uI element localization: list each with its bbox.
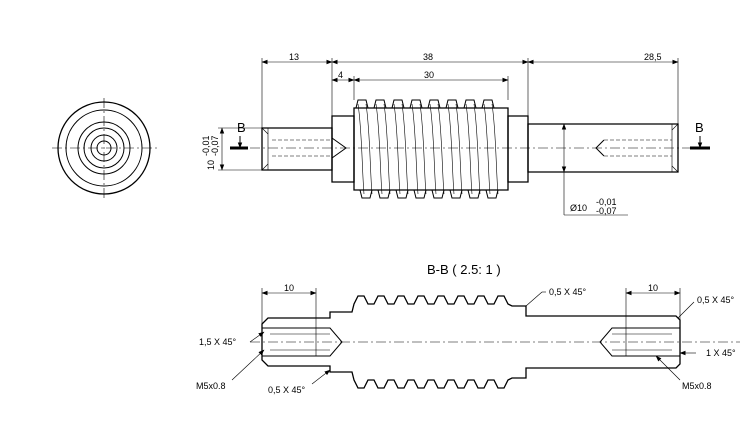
section-cut-left: B bbox=[230, 120, 248, 150]
dim-left-length: 13 bbox=[289, 52, 299, 62]
section-cut-right: B bbox=[690, 120, 710, 150]
note-thread-left: M5x0.8 bbox=[196, 381, 226, 391]
dia-left-tol-upper: -0,01 bbox=[201, 135, 211, 156]
note-top-chamfer: 0,5 X 45° bbox=[549, 287, 587, 297]
note-thread-right: M5x0.8 bbox=[682, 381, 712, 391]
section-mark-right: B bbox=[695, 120, 704, 135]
shaft-side-view bbox=[232, 99, 700, 199]
dia-left-main: 10 bbox=[206, 160, 216, 170]
dim-right-bore: 10 bbox=[648, 283, 658, 293]
dim-right-length: 28,5 bbox=[644, 52, 662, 62]
end-view bbox=[52, 98, 160, 200]
section-view bbox=[250, 295, 740, 389]
note-right-top-chamfer: 0,5 X 45° bbox=[697, 295, 735, 305]
dia-right-tol-lower: -0,07 bbox=[596, 206, 617, 216]
note-left-chamfer: 1,5 X 45° bbox=[199, 337, 237, 347]
note-right-chamfer: 1 X 45° bbox=[706, 348, 736, 358]
dia-right-prefix: Ø10 bbox=[570, 203, 587, 213]
section-dimensions: 10 10 0,5 X 45° 0,5 X 45° 1,5 X 45° 1 X … bbox=[196, 283, 736, 395]
top-view-dimensions: 13 38 28,5 4 30 10 -0,01 -0,07 Ø10 -0,01… bbox=[201, 52, 679, 216]
dia-right-tol-upper: -0,01 bbox=[596, 197, 617, 207]
dim-left-bore: 10 bbox=[284, 283, 294, 293]
dia-left-tol-lower: -0,07 bbox=[210, 135, 220, 156]
note-bottom-chamfer: 0,5 X 45° bbox=[268, 385, 306, 395]
dim-offset: 4 bbox=[338, 70, 343, 80]
dim-thread-length: 30 bbox=[424, 70, 434, 80]
section-title: B-B ( 2.5: 1 ) bbox=[427, 262, 501, 277]
dim-threaded-length: 38 bbox=[423, 52, 433, 62]
section-mark-left: B bbox=[237, 120, 246, 135]
